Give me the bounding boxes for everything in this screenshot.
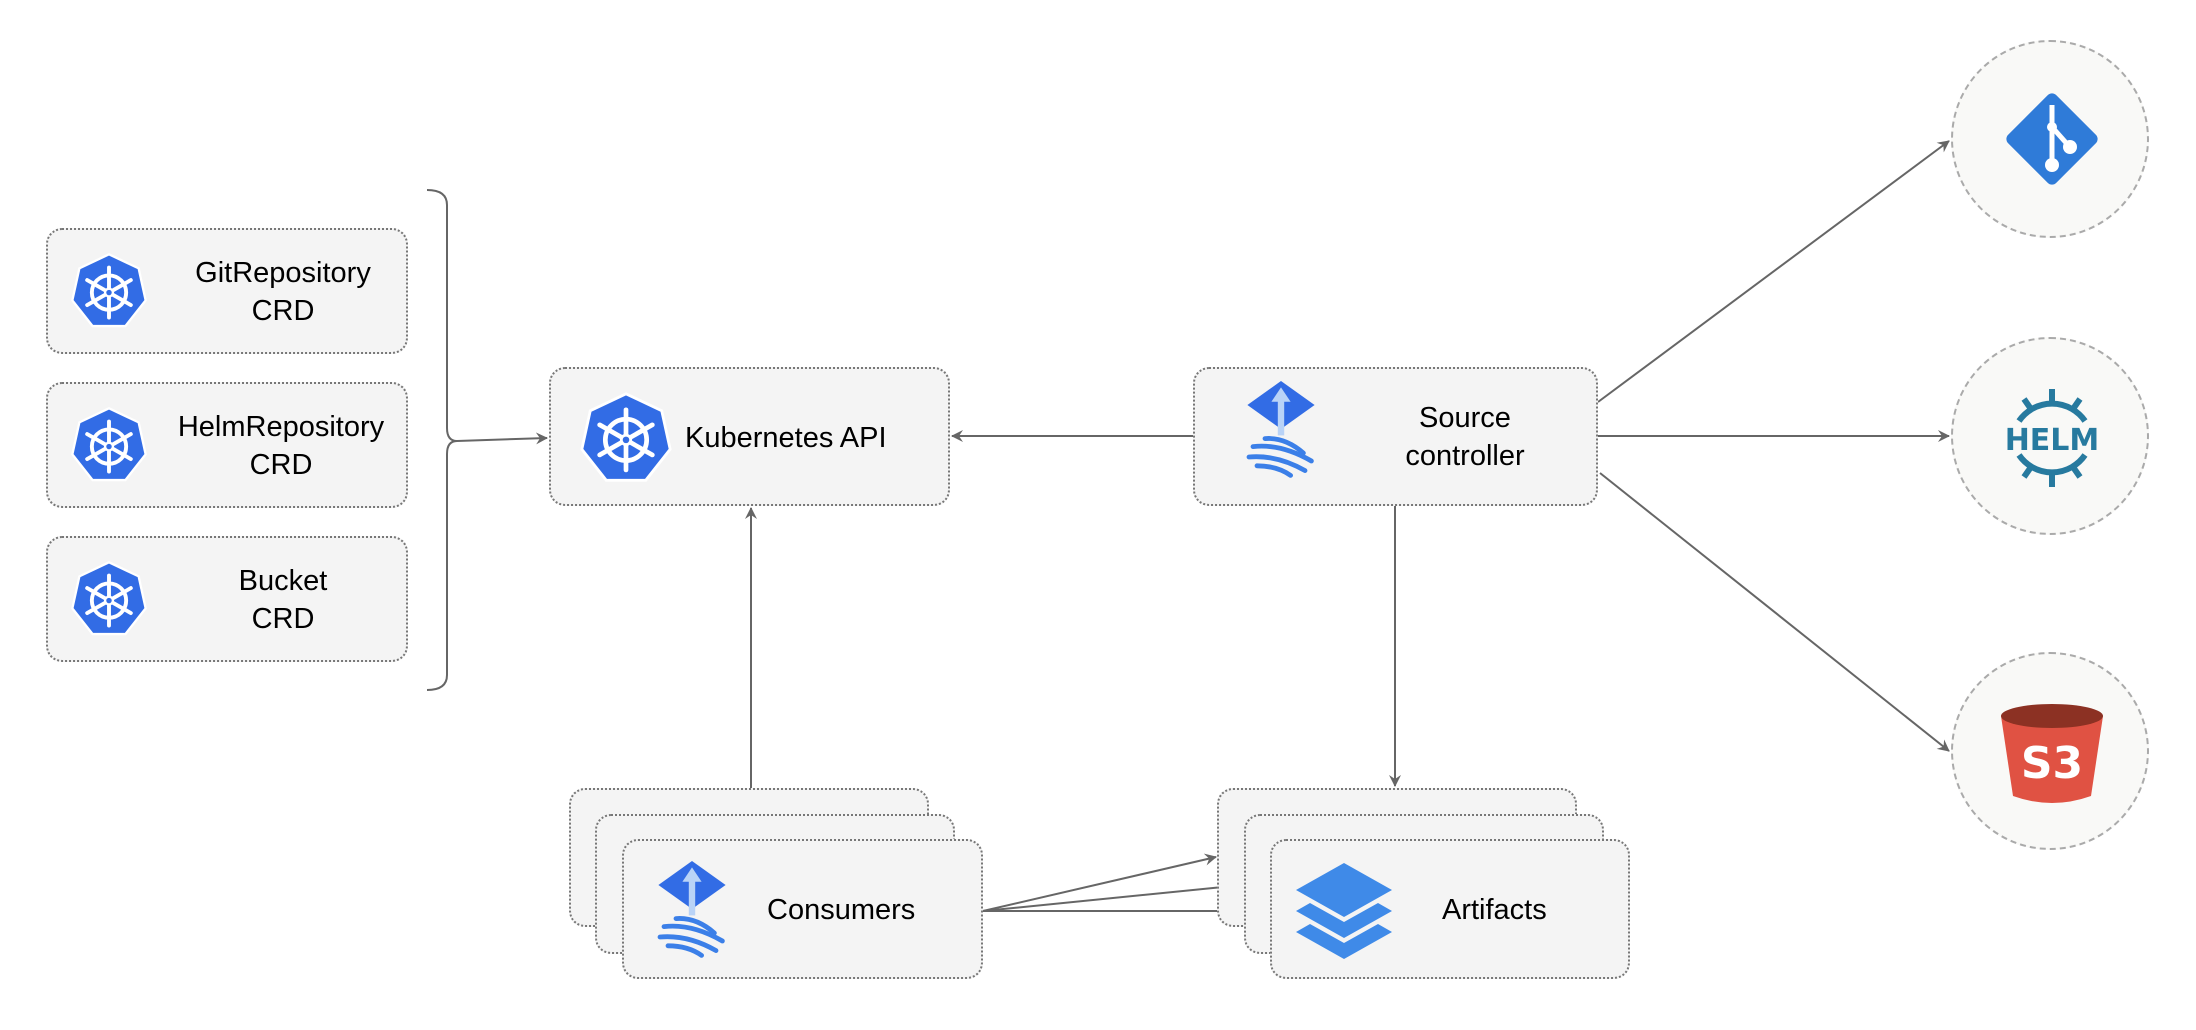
arrow-consumers-to-artifact-2 bbox=[982, 880, 1244, 912]
kubernetes-icon bbox=[70, 406, 148, 484]
kubernetes-api-node: Kubernetes API bbox=[549, 367, 950, 506]
arrow-to-s3 bbox=[1599, 472, 1950, 752]
helm-source: HELM bbox=[1951, 337, 2149, 535]
arrow-consumers-to-artifact-1 bbox=[982, 853, 1217, 912]
kubernetes-icon bbox=[70, 252, 148, 330]
s3-text: S3 bbox=[2021, 738, 2083, 789]
git-source bbox=[1951, 40, 2149, 238]
consumers-label: Consumers bbox=[767, 894, 916, 926]
arrow-crds-to-k8s-api bbox=[456, 432, 548, 445]
flux-icon bbox=[652, 853, 732, 965]
layers-icon bbox=[1296, 863, 1392, 959]
artifacts-node: Artifacts bbox=[1270, 839, 1630, 979]
artifacts-label: Artifacts bbox=[1442, 894, 1547, 926]
flux-icon bbox=[1241, 379, 1321, 479]
s3-bucket-icon: S3 bbox=[2001, 704, 2103, 803]
arrow-to-git bbox=[1597, 140, 1950, 403]
kubernetes-icon bbox=[579, 391, 673, 485]
consumers-node: Consumers bbox=[622, 839, 983, 979]
git-icon bbox=[2006, 93, 2098, 185]
kubernetes-api-label: Kubernetes API bbox=[685, 422, 887, 454]
s3-source: S3 bbox=[1951, 652, 2149, 850]
crd-brace bbox=[426, 189, 458, 691]
kubernetes-icon bbox=[70, 560, 148, 638]
helm-text: HELM bbox=[2005, 423, 2100, 458]
helm-icon: HELM bbox=[2005, 389, 2100, 487]
